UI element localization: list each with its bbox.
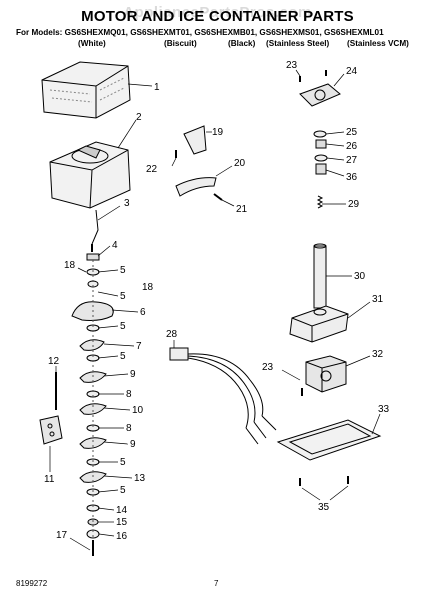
callout-18b: 18	[142, 282, 154, 293]
callout-5c: 5	[120, 321, 126, 332]
callout-5e: 5	[120, 457, 126, 468]
part-1-container-cover	[41, 61, 131, 119]
variant-biscuit: (Biscuit)	[164, 39, 197, 48]
variant-white: (White)	[78, 39, 106, 48]
part-35-screws	[299, 476, 349, 486]
callout-5d: 5	[120, 351, 126, 362]
variant-stainless-vcm: (Stainless VCM)	[347, 39, 409, 48]
callout-labels: 1 2 3 4 5 18 5 18 6 5 7 5 9 8 10 8 9 5 1…	[44, 60, 390, 542]
callout-11: 11	[44, 474, 55, 485]
callout-23a: 23	[286, 60, 298, 71]
callout-4: 4	[112, 240, 118, 251]
callout-24: 24	[346, 66, 358, 77]
callout-5a: 5	[120, 265, 126, 276]
callout-29: 29	[348, 199, 360, 210]
part-30-shaft	[313, 245, 327, 309]
callout-15: 15	[116, 517, 128, 528]
callout-10: 10	[132, 405, 144, 416]
part-28-wire-harness	[169, 347, 277, 445]
callout-35: 35	[318, 502, 330, 513]
part-32-motor	[305, 355, 347, 393]
variant-stainless: (Stainless Steel)	[266, 39, 330, 48]
part-24-bracket	[299, 83, 341, 107]
variant-black: (Black)	[228, 39, 256, 48]
leader-lines	[49, 69, 381, 551]
part-26-bushing	[315, 139, 327, 149]
part-33-plate	[276, 419, 382, 461]
watermark: AppliancePartsPros.com	[123, 4, 312, 21]
callout-31: 31	[372, 294, 384, 305]
part-3-shaft	[91, 209, 99, 245]
callout-23b: 23	[262, 362, 274, 373]
page-title: MOTOR AND ICE CONTAINER PARTS	[81, 8, 354, 25]
part-36-coupler	[315, 163, 327, 175]
part-2-motor-housing	[49, 141, 131, 209]
callout-30: 30	[354, 271, 366, 282]
callout-19: 19	[212, 127, 224, 138]
callout-18a: 18	[64, 260, 76, 271]
blade-stack	[71, 253, 114, 556]
callout-32: 32	[372, 349, 384, 360]
callout-17: 17	[56, 530, 68, 541]
callout-9a: 9	[130, 369, 136, 380]
callout-13: 13	[134, 473, 146, 484]
part-31-motor-cover	[289, 305, 349, 343]
callout-33: 33	[378, 404, 390, 415]
page-number: 7	[214, 579, 219, 588]
callout-8b: 8	[126, 423, 132, 434]
callout-14: 14	[116, 505, 128, 516]
part-21-screw	[213, 193, 223, 201]
part-27-washer	[314, 154, 328, 162]
callout-1: 1	[154, 82, 160, 93]
doc-number: 8199272	[16, 579, 48, 588]
callout-20: 20	[234, 158, 246, 169]
callout-25: 25	[346, 127, 358, 138]
callout-3: 3	[124, 198, 130, 209]
callout-28: 28	[166, 329, 178, 340]
callout-6: 6	[140, 307, 146, 318]
callout-12: 12	[48, 356, 60, 367]
callout-36: 36	[346, 172, 358, 183]
callout-5f: 5	[120, 485, 126, 496]
callout-8a: 8	[126, 389, 132, 400]
callout-5b: 5	[120, 291, 126, 302]
part-20-arm	[175, 177, 217, 197]
callout-26: 26	[346, 141, 358, 152]
part-25-washer	[313, 130, 327, 138]
callout-22: 22	[146, 164, 158, 175]
models-line: For Models: GS6SHEXMQ01, GS6SHEXMT01, GS…	[16, 28, 384, 37]
part-19-clip	[183, 125, 207, 155]
callout-27: 27	[346, 155, 358, 166]
part-11-bracket	[39, 415, 63, 445]
callout-16: 16	[116, 531, 128, 542]
callout-21: 21	[236, 204, 248, 215]
callout-2: 2	[136, 112, 142, 123]
part-23-screws	[299, 70, 327, 82]
callout-7: 7	[136, 341, 142, 352]
callout-9b: 9	[130, 439, 136, 450]
part-29-spring	[316, 195, 324, 209]
